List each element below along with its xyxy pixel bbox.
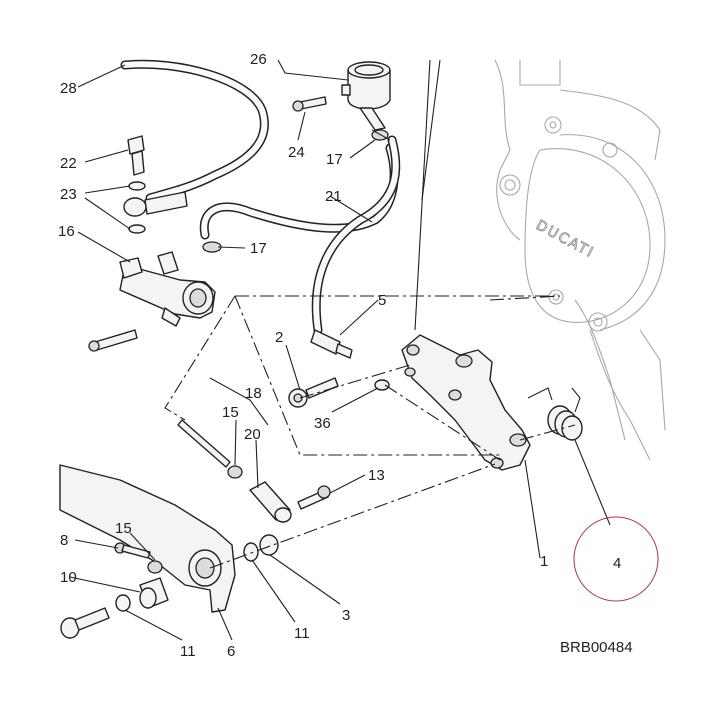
callout-13: 13 (368, 467, 385, 484)
sleeve-20 (249, 481, 292, 523)
bolt-2 (288, 377, 339, 408)
screw-24 (292, 96, 327, 112)
bolt-8 (114, 542, 151, 559)
callout-11-left: 11 (180, 643, 196, 660)
leader-lines (69, 59, 611, 641)
callout-16: 16 (58, 223, 75, 240)
bolt-22 (127, 135, 145, 176)
callout-3: 3 (342, 607, 350, 624)
callout-8: 8 (60, 532, 68, 549)
callout-2: 2 (275, 329, 283, 346)
pivot-bolt (60, 607, 110, 639)
pedal-lever (59, 464, 236, 613)
callout-36: 36 (314, 415, 331, 432)
bolt-13 (297, 485, 331, 510)
drawing-code: BRB00484 (560, 639, 633, 656)
bolt-master-cylinder (88, 329, 138, 352)
bracket-1 (401, 334, 531, 471)
hose-fitting-5 (310, 329, 353, 359)
washer-23-upper (128, 181, 146, 191)
callout-22: 22 (60, 155, 77, 172)
washer-36 (374, 379, 390, 391)
clamp-17-upper (371, 129, 391, 141)
nut-15-upper (227, 465, 243, 479)
spring-4 (527, 387, 583, 441)
nut-15-lower (147, 560, 163, 574)
callout-18: 18 (245, 385, 262, 402)
callout-1: 1 (540, 553, 548, 570)
cover-brand-text: DUCATI (533, 217, 597, 261)
callout-15-upper: 15 (222, 404, 239, 421)
fluid-reservoir (341, 61, 391, 131)
oring-11-right (243, 542, 259, 562)
callout-26: 26 (250, 51, 267, 68)
assembly-lines (164, 295, 576, 569)
washer-23-lower (128, 224, 146, 234)
callout-23: 23 (60, 186, 77, 203)
callout-6: 6 (227, 643, 235, 660)
callout-labels: 28 26 24 17 22 23 21 16 17 5 2 18 15 36 … (58, 51, 621, 660)
bushing-10 (139, 577, 169, 609)
master-cylinder (119, 251, 216, 327)
hose-28 (120, 59, 269, 203)
callout-20: 20 (244, 426, 261, 443)
engine-cover: DUCATI (494, 59, 666, 461)
callout-5: 5 (378, 292, 386, 309)
pushrod-18 (177, 377, 269, 468)
callout-11-right: 11 (294, 625, 310, 642)
oring-11-left (115, 594, 131, 612)
callout-21: 21 (325, 188, 342, 205)
callout-24: 24 (288, 144, 305, 161)
callout-15-lower: 15 (115, 520, 132, 537)
highlight-circle (573, 516, 659, 602)
callout-17-upper: 17 (326, 151, 343, 168)
banjo-fitting (123, 191, 188, 217)
callout-4: 4 (613, 555, 621, 572)
washer-3 (259, 534, 279, 556)
callout-10: 10 (60, 569, 77, 586)
callout-28: 28 (60, 80, 77, 97)
callout-17-lower: 17 (250, 240, 267, 257)
hose-21 (199, 135, 401, 335)
